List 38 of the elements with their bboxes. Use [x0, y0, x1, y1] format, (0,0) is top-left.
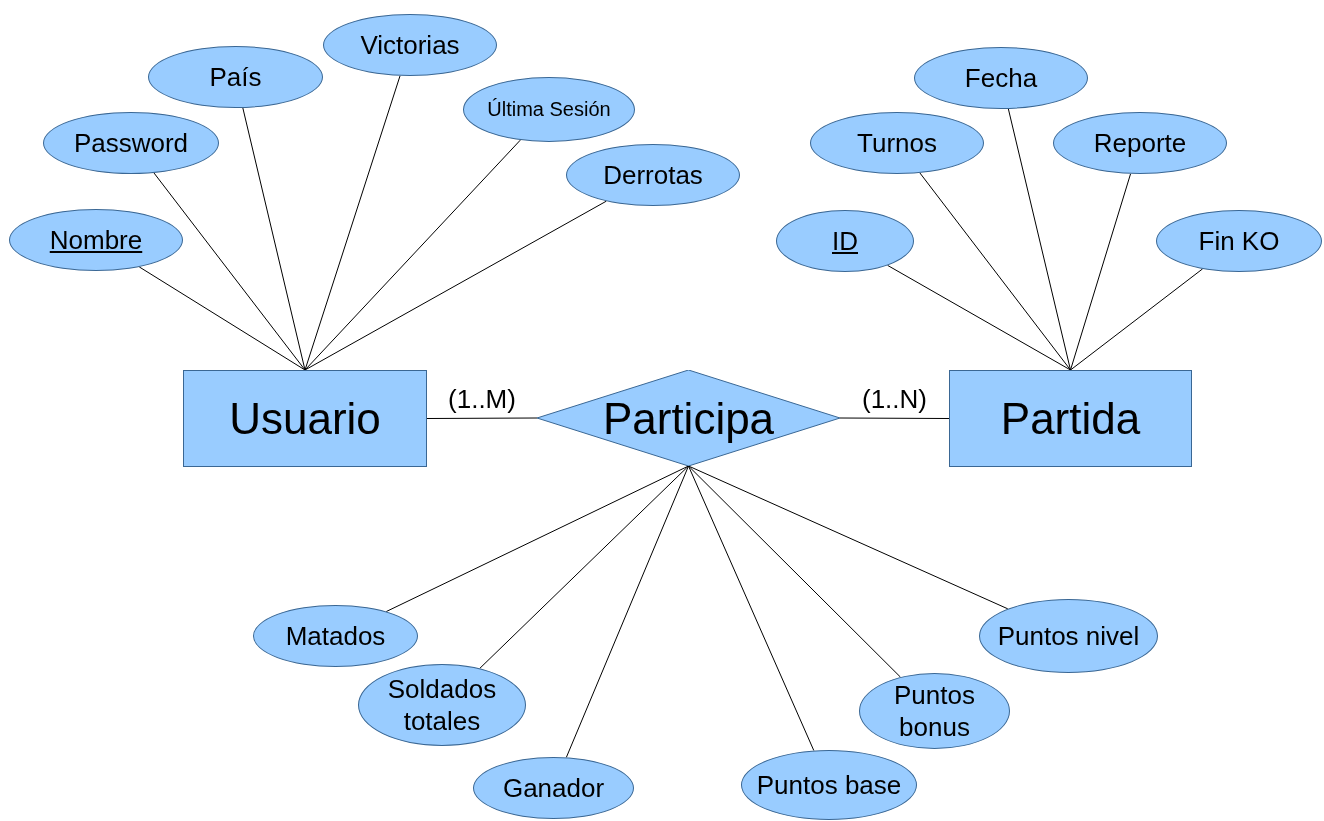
- connector-line: [1007, 108, 1071, 371]
- connector-line: [688, 465, 1009, 610]
- entity-box: Usuario: [183, 370, 427, 467]
- connector-line: [688, 465, 901, 678]
- connector-line: [304, 75, 401, 371]
- attribute-ellipse: Última Sesión: [463, 77, 635, 142]
- attribute-ellipse: Reporte: [1053, 112, 1227, 174]
- entity-box: Partida: [949, 370, 1192, 467]
- connector-line: [688, 465, 815, 751]
- connector-line: [479, 465, 689, 669]
- attribute-ellipse: Puntos base: [741, 750, 917, 820]
- key-attribute-ellipse: ID: [776, 210, 914, 272]
- attribute-ellipse: Victorias: [323, 14, 497, 76]
- attribute-ellipse: Puntos bonus: [859, 673, 1010, 749]
- attribute-ellipse: Fin KO: [1156, 210, 1322, 272]
- attribute-ellipse: Fecha: [914, 47, 1088, 109]
- connector-line: [153, 172, 306, 371]
- key-attribute-ellipse: Nombre: [9, 209, 183, 271]
- relationship-diamond: Participa: [537, 370, 840, 466]
- connector-line: [565, 465, 689, 758]
- connector-line: [887, 264, 1071, 371]
- connector-line: [839, 417, 950, 419]
- connector-line: [426, 417, 538, 419]
- attribute-ellipse: Password: [43, 112, 219, 174]
- connector-line: [1070, 173, 1132, 371]
- connector-line: [304, 200, 607, 371]
- connector-line: [385, 465, 689, 613]
- attribute-ellipse: Puntos nivel: [979, 599, 1158, 673]
- connector-line: [919, 172, 1071, 371]
- attribute-ellipse: Ganador: [473, 757, 634, 819]
- attribute-ellipse: País: [148, 46, 323, 108]
- attribute-ellipse: Matados: [253, 605, 418, 667]
- attribute-ellipse: Derrotas: [566, 144, 740, 206]
- attribute-ellipse: Turnos: [810, 112, 984, 174]
- connector-line: [138, 266, 306, 371]
- connector-line: [242, 107, 306, 371]
- connector-line: [1070, 268, 1204, 371]
- attribute-ellipse: Soldados totales: [358, 664, 526, 746]
